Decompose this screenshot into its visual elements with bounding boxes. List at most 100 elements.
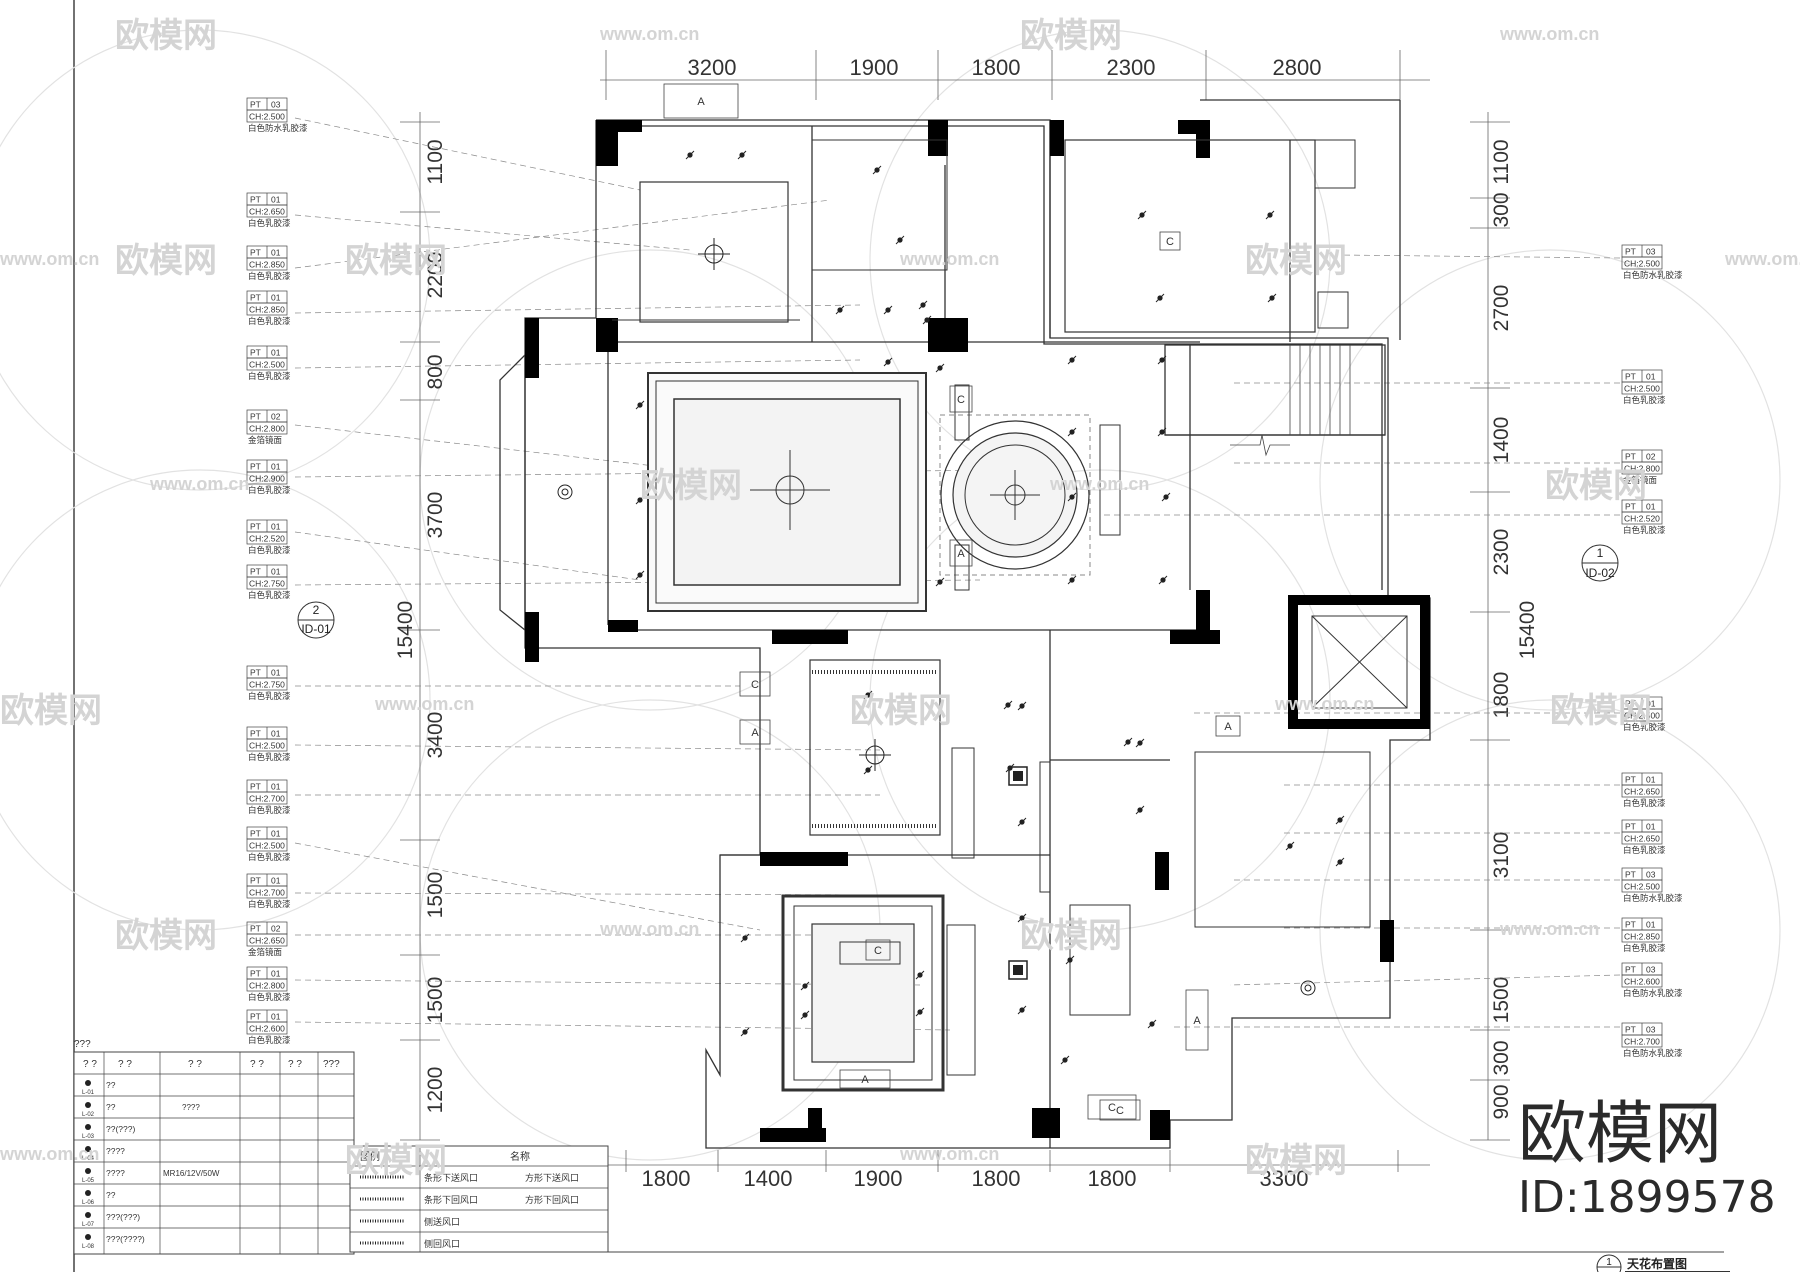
- watermark-brand-text: 欧模网: [1245, 1142, 1347, 1180]
- svg-text:01: 01: [271, 969, 281, 979]
- svg-text:01: 01: [271, 567, 281, 577]
- room-letter-box: C: [1099, 1099, 1141, 1121]
- pendant-light-icon: [698, 238, 730, 270]
- svg-text:侧回风口: 侧回风口: [424, 1238, 460, 1249]
- svg-text:CH:2.650: CH:2.650: [1624, 787, 1660, 797]
- svg-text:PT: PT: [250, 567, 261, 577]
- svg-text:白色防水乳胶漆: 白色防水乳胶漆: [1623, 988, 1683, 998]
- downlight-icon: [740, 1027, 750, 1037]
- svg-text:CH:2.850: CH:2.850: [249, 305, 285, 315]
- svg-text:CH:2.500: CH:2.500: [1624, 711, 1660, 721]
- svg-text:01: 01: [271, 729, 281, 739]
- svg-text:PT: PT: [250, 876, 261, 886]
- downlight-icon: [800, 1010, 810, 1020]
- svg-text:PT: PT: [1625, 965, 1636, 975]
- downlight-icon: [1135, 805, 1145, 815]
- downlight-icon: [1157, 355, 1167, 365]
- svg-text:????: ????: [182, 1103, 200, 1112]
- svg-text:L-04: L-04: [82, 1156, 95, 1162]
- stair: [1230, 345, 1351, 457]
- svg-text:CH:2.500: CH:2.500: [249, 841, 285, 851]
- watermark-brand-text: 欧模网: [0, 692, 102, 730]
- bottom-dim-label: 1800: [972, 1166, 1021, 1191]
- watermark-id: ID:1899578: [1518, 1172, 1776, 1223]
- downlight-icon: [1017, 913, 1027, 923]
- svg-text:01: 01: [271, 195, 281, 205]
- downlight-icon: [1003, 700, 1013, 710]
- legend-row: L-08???(????): [82, 1234, 145, 1250]
- svg-text:PT: PT: [1625, 1025, 1636, 1035]
- svg-text:CH:2.900: CH:2.900: [249, 474, 285, 484]
- svg-text:01: 01: [271, 522, 281, 532]
- svg-text:金箔镜面: 金箔镜面: [248, 435, 283, 445]
- top-dim-label: 1900: [850, 55, 899, 80]
- watermark-url-text: www.om.cn: [0, 249, 99, 269]
- svg-text:PT: PT: [1625, 920, 1636, 930]
- top-dim-label: 2800: [1273, 55, 1322, 80]
- svg-text:白色乳胶漆: 白色乳胶漆: [1623, 845, 1666, 855]
- watermark-brand-text: 欧模网: [115, 242, 217, 280]
- svg-text:MR16/12V/50W: MR16/12V/50W: [163, 1169, 220, 1178]
- air-legend-row: 侧送风口: [360, 1216, 460, 1227]
- exhaust-fan-icon: [557, 484, 573, 500]
- watermark-brand-text: 欧模网: [115, 917, 217, 955]
- top-dim-label: 2300: [1107, 55, 1156, 80]
- room-letter-box: C: [739, 671, 771, 697]
- watermark-brand-layer: 欧模网欧模网欧模网欧模网欧模网欧模网欧模网欧模网欧模网欧模网欧模网欧模网欧模网欧…: [0, 17, 1652, 1180]
- legend-col-2: ? ?: [118, 1059, 132, 1070]
- legend-row: L-04????: [82, 1146, 125, 1162]
- svg-text:白色乳胶漆: 白色乳胶漆: [248, 485, 291, 495]
- svg-text:????: ????: [106, 1168, 125, 1178]
- room-letter-box: A: [839, 1069, 891, 1089]
- watermark-brand-text: 欧模网: [850, 692, 952, 730]
- svg-text:C: C: [1116, 1105, 1124, 1117]
- tag-leaders: [294, 117, 1621, 1031]
- watermark-url-text: www.om.cn: [599, 919, 699, 939]
- svg-text:CH:2.750: CH:2.750: [249, 680, 285, 690]
- svg-text:CH:2.850: CH:2.850: [1624, 932, 1660, 942]
- left-dim-label: 800: [424, 354, 447, 389]
- downlight-icon: [1265, 210, 1275, 220]
- svg-text:CH:2.600: CH:2.600: [1624, 977, 1660, 987]
- downlight-icon: [872, 165, 882, 175]
- downlight-icon: [1161, 492, 1171, 502]
- right-dim-label: 1100: [1490, 139, 1513, 184]
- legend-col-5: ? ?: [288, 1059, 302, 1070]
- svg-text:条形下回风口: 条形下回风口: [424, 1194, 478, 1205]
- downlight-icon: [1067, 355, 1077, 365]
- svg-text:金箔镜面: 金箔镜面: [1623, 475, 1658, 485]
- master-bedroom-ceiling: [781, 894, 976, 1092]
- downlight-icon: [800, 981, 810, 991]
- air-legend-row: 条形下送风口方形下送风口: [360, 1172, 579, 1183]
- section-left-ref: ID-01: [301, 622, 331, 636]
- svg-text:白色乳胶漆: 白色乳胶漆: [248, 590, 291, 600]
- watermark-brand-text: 欧模网: [640, 467, 742, 505]
- svg-text:白色防水乳胶漆: 白色防水乳胶漆: [1623, 893, 1683, 903]
- downlight-icon: [863, 690, 873, 700]
- svg-text:01: 01: [271, 668, 281, 678]
- section-right-num: 1: [1597, 546, 1604, 560]
- svg-text:PT: PT: [1625, 247, 1636, 257]
- downlight-icon: [1067, 427, 1077, 437]
- legend-col-6: ???: [323, 1059, 340, 1070]
- downlight-icon: [1158, 575, 1168, 585]
- svg-text:PT: PT: [250, 924, 261, 934]
- svg-text:CH:2.700: CH:2.700: [1624, 1037, 1660, 1047]
- right-dim-label: 900: [1490, 1084, 1513, 1119]
- svg-text:CH:2.520: CH:2.520: [249, 534, 285, 544]
- room-letter-box: C: [949, 385, 973, 413]
- svg-text:C: C: [751, 679, 759, 691]
- left-dim-label: 1500: [424, 872, 447, 919]
- watermark-brand-text: 欧模网: [115, 17, 217, 55]
- downlight-icon: [1067, 575, 1077, 585]
- svg-text:L-01: L-01: [82, 1090, 95, 1096]
- watermark-brand-large: 欧模网: [1518, 1095, 1722, 1174]
- watermark-url-text: www.om.cn: [899, 249, 999, 269]
